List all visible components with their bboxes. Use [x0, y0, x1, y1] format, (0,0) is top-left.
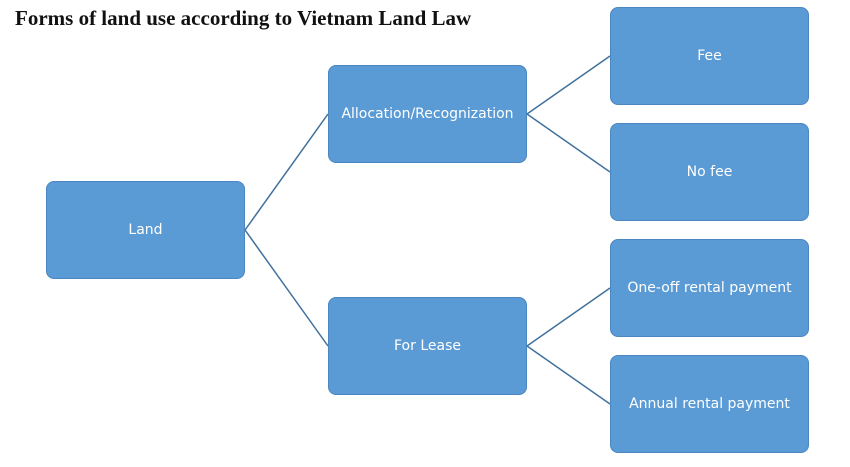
node-fee: Fee	[610, 7, 809, 105]
edge-allocation-no-fee	[526, 113, 611, 173]
node-one-off-rental-payment: One-off rental payment	[610, 239, 809, 337]
edge-land-lease	[244, 229, 329, 347]
node-annual-rental-payment: Annual rental payment	[610, 355, 809, 453]
edge-lease-annual	[526, 345, 611, 405]
node-no-fee: No fee	[610, 123, 809, 221]
node-for-lease: For Lease	[328, 297, 527, 395]
node-allocation-recognization: Allocation/Recognization	[328, 65, 527, 163]
node-land: Land	[46, 181, 245, 279]
edge-lease-one-off	[526, 287, 611, 347]
edge-allocation-fee	[526, 55, 611, 115]
diagram-title: Forms of land use according to Vietnam L…	[15, 6, 472, 30]
edge-land-allocation	[244, 113, 329, 231]
